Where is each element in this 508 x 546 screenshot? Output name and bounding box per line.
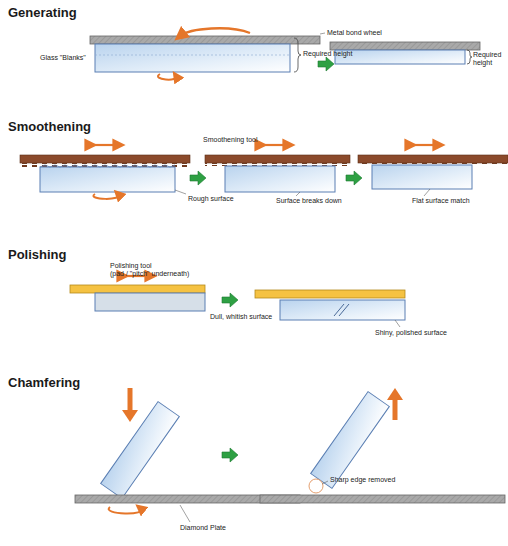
section-heading: Generating (8, 6, 77, 21)
part-label: Rough surface (188, 195, 234, 203)
part-label: Flat surface match (412, 197, 470, 205)
part-label: Sharp edge removed (330, 476, 395, 484)
section-heading: Polishing (8, 248, 67, 263)
part-label: Surface breaks down (276, 197, 342, 205)
part-label: Glass "Blanks" (40, 54, 86, 62)
part-label: Dull, whitish surface (210, 313, 272, 321)
part-label: Metal bond wheel (327, 29, 382, 37)
part-label: Required height (303, 50, 352, 58)
part-label: Smoothening tool (203, 136, 257, 144)
part-label: Required height (473, 51, 505, 67)
part-label: Polishing tool (110, 262, 152, 270)
part-label: Diamond Plate (180, 524, 226, 532)
section-heading: Chamfering (8, 376, 80, 391)
part-label: (pad / "pitch" underneath) (110, 270, 189, 278)
section-heading: Smoothening (8, 120, 91, 135)
part-label: Shiny, polished surface (375, 329, 447, 337)
